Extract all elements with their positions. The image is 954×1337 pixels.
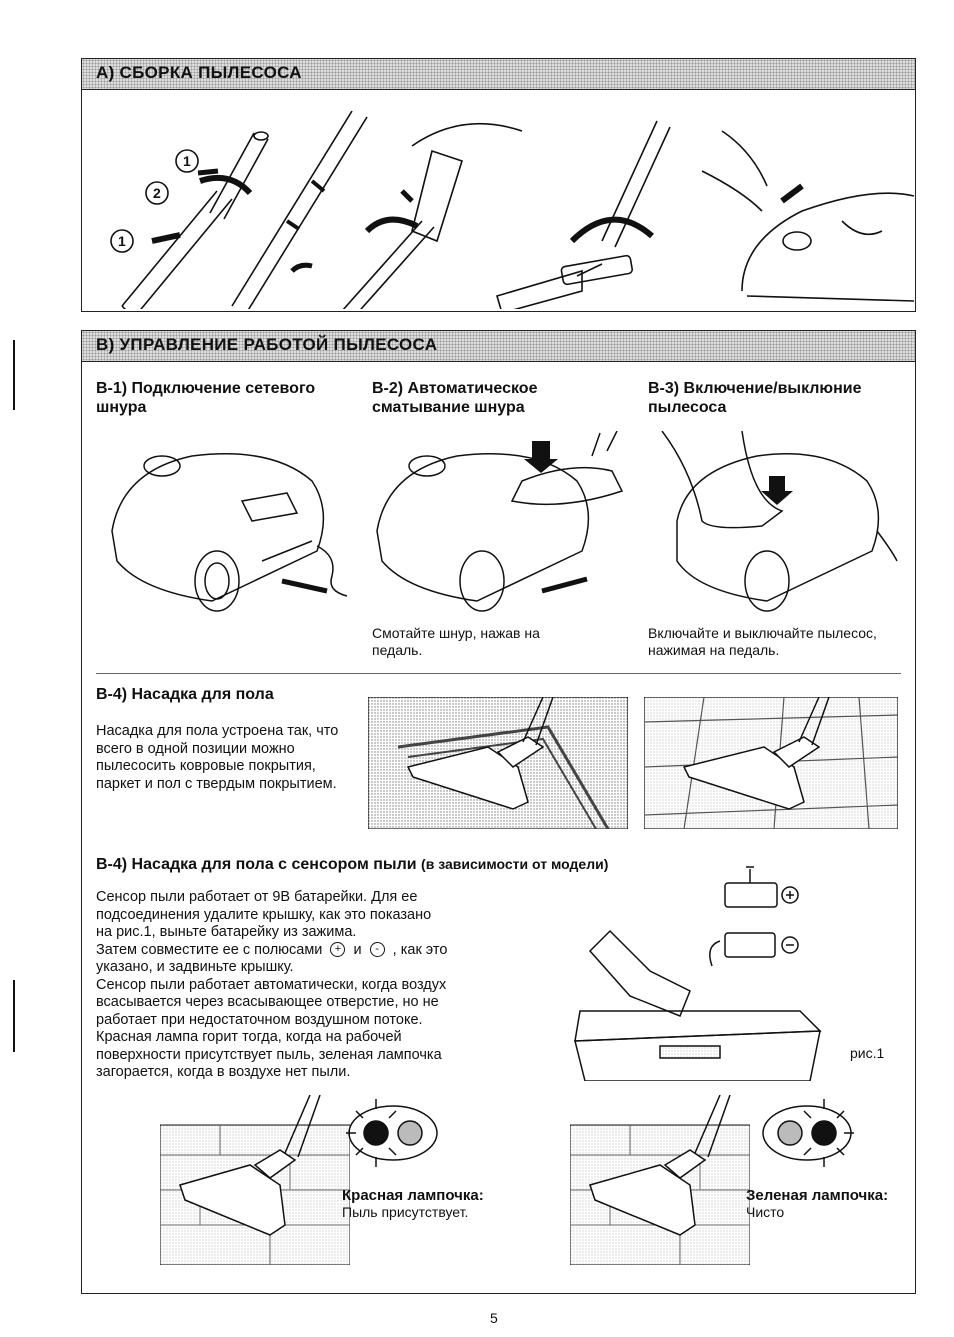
green-lamp-floor-illustration (570, 1095, 750, 1265)
b4-text: Насадка для пола устроена так, что всего… (96, 723, 339, 792)
red-lamp-floor-illustration (160, 1095, 350, 1265)
section-b-header: B) УПРАВЛЕНИЕ РАБОТОЙ ПЫЛЕСОСА (82, 331, 915, 362)
b4s-title: В-4) Насадка для пола с сенсором пыли (в… (96, 855, 736, 874)
b2-cord-rewind-illustration (376, 431, 624, 612)
b4s-line-3: на рис.1, выньте батарейку из зажима. (96, 924, 357, 940)
b4s-line-5: указано, и задвиньте крышку. (96, 959, 294, 975)
b4-carpet-illustration (368, 697, 628, 829)
b4s-title-main: В-4) Насадка для пола с сенсором пыли (96, 856, 417, 873)
margin-mark-bottom (13, 980, 15, 1052)
divider-b4 (96, 673, 901, 674)
b3-title: В-3) Включение/выклюние пылесоса (648, 380, 862, 416)
b1-title: В-1) Подключение сетевого шнура (96, 380, 316, 416)
section-a-assembly: A) СБОРКА ПЫЛЕСОСА (81, 58, 916, 312)
red-lamp-indicator (346, 1099, 438, 1167)
section-b-title: B) УПРАВЛЕНИЕ РАБОТОЙ ПЫЛЕСОСА (96, 335, 438, 354)
b4s-title-note: (в зависимости от модели) (421, 856, 609, 872)
step-2-label: 2 (153, 185, 161, 201)
red-lamp-on-icon (363, 1120, 389, 1146)
section-a-title: A) СБОРКА ПЫЛЕСОСА (96, 63, 302, 82)
green-lamp-label: Зеленая лампочка: (746, 1187, 889, 1204)
green-lamp-on-icon (811, 1120, 837, 1146)
b4s-line-7: всасывается через всасывающее отверстие,… (96, 994, 439, 1010)
b1-cord-connection-illustration (111, 453, 348, 612)
red-lamp-caption: Пыль присутствует. (342, 1204, 469, 1220)
green-lamp-caption: Чисто (746, 1204, 785, 1220)
page-number: 5 (490, 1310, 498, 1326)
fig1-label: рис.1 (850, 1045, 885, 1061)
b4s-line-11: загорается, когда в воздухе нет пыли. (96, 1064, 351, 1080)
b4-title: В-4) Насадка для пола (96, 686, 274, 703)
step-1-bottom-label: 1 (118, 233, 126, 249)
b3-power-switch-illustration (661, 431, 898, 612)
b4s-line-1: Сенсор пыли работает от 9В батарейки. Дл… (96, 889, 418, 905)
section-a-header: A) СБОРКА ПЫЛЕСОСА (82, 59, 915, 90)
section-b-operation: B) УПРАВЛЕНИЕ РАБОТОЙ ПЫЛЕСОСА В-1) Подк… (81, 330, 916, 1294)
b4s-line-8: работает при недостаточном воздушном пот… (96, 1011, 423, 1028)
green-lamp-off-icon (397, 1120, 423, 1146)
plus-pole-icon: + (330, 942, 346, 958)
green-lamp-indicator (762, 1099, 854, 1167)
b2-title: В-2) Автоматическое сматывание шнура (372, 380, 538, 416)
red-lamp-off-icon (777, 1120, 803, 1146)
b4s-line-4: Затем совместите ее с полюсами + и - , к… (96, 941, 448, 958)
step-1-top-label: 1 (183, 153, 191, 169)
assembly-illustration: 1 2 1 (110, 110, 915, 309)
b4s-line-6: Сенсор пыли работает автоматически, когд… (96, 976, 447, 993)
b4s-line-2: подсоединения удалите крышку, как это по… (96, 906, 432, 923)
b4s-text: Сенсор пыли работает от 9В батарейки. Дл… (96, 889, 536, 1082)
b4-hard-floor-illustration (644, 697, 898, 829)
b2-caption: Смотайте шнур, нажав на педаль. (372, 625, 540, 658)
margin-mark-top (13, 340, 15, 410)
b4s-line-9: Красная лампа горит тогда, когда на рабо… (96, 1029, 402, 1045)
minus-pole-icon: - (369, 942, 385, 958)
fig1-battery-nozzle-illustration (574, 866, 822, 1081)
b4s-line-10: поверхности присутствует пыль, зеленая л… (96, 1046, 442, 1063)
red-lamp-label: Красная лампочка: (342, 1187, 484, 1204)
b3-caption: Включайте и выключайте пылесос, нажимая … (648, 625, 877, 658)
